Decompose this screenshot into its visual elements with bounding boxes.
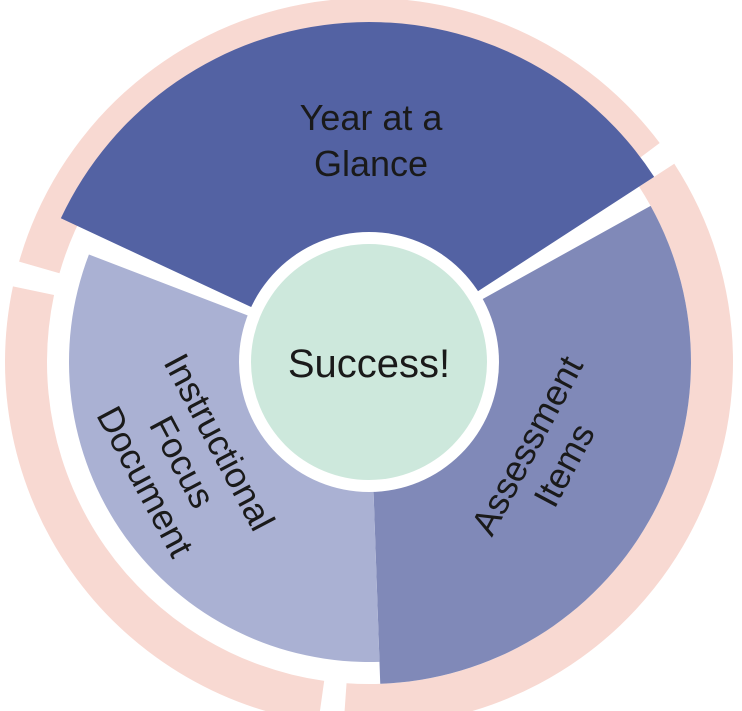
center-circle — [251, 244, 487, 480]
outer-ring — [5, 0, 733, 711]
outer-ring-arc-top — [19, 0, 660, 274]
label-glance-line-1: Year at a — [300, 97, 444, 138]
segment-instructional-focus-document — [69, 254, 380, 663]
outer-ring-arc-left — [5, 286, 325, 711]
label-year-at-a-glance: Year at a Glance — [300, 97, 444, 184]
outer-ring-arc-right — [344, 163, 733, 711]
label-glance-line-2: Glance — [314, 143, 428, 184]
center-label: Success! — [288, 342, 450, 386]
segment-year-at-a-glance — [60, 21, 655, 308]
segment-assessment-items — [373, 205, 691, 684]
